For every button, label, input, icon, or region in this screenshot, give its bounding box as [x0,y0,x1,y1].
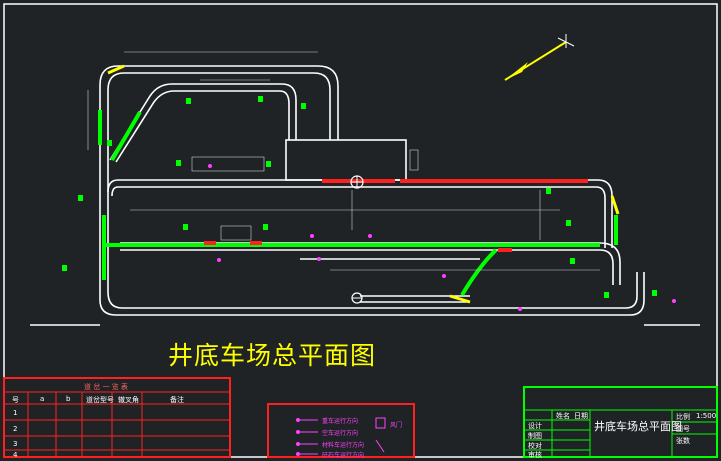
legend-item: 矸石车运行方向 [322,452,365,459]
legend-item: 空车运行方向 [322,430,359,437]
empty-route [204,179,588,252]
title-block-label: 设计 [528,422,542,430]
north-arrow-icon [504,34,575,81]
table-col-header: b [66,395,71,403]
ventilation-flags [62,96,657,298]
table-col-header: 道岔型号 [86,396,114,404]
shaft-icon [350,175,364,189]
table-col-header: 辙叉角 [118,396,139,404]
legend-frame [267,403,415,458]
title-block-frame [523,386,718,458]
table-row-number: 4 [13,451,18,459]
legend-door-label: 风门 [390,422,403,429]
table-col-header: a [40,395,45,403]
title-block-label: 图号 [676,425,690,433]
dimension-lines [87,51,600,271]
table-row-number: 1 [13,409,18,417]
title-block-label: 比例 [676,413,690,421]
parameter-table-frame [3,377,231,458]
door-markers [208,164,676,311]
table-row-number: 2 [13,425,18,433]
legend-item: 材料车运行方向 [322,442,365,449]
title-block-header: 姓名 [556,412,570,420]
track-network [30,65,700,326]
title-block-label: 校对 [528,442,542,450]
title-block-label: 制图 [528,432,542,440]
title-block-scale: 1:500 [696,412,717,420]
drawing-title: 井底车场总平面图 [168,341,377,370]
title-block-header: 日期 [574,412,588,420]
legend-item: 重车运行方向 [322,418,359,425]
table-col-header: 号 [12,396,19,404]
table-header: 道 岔 一 览 表 [84,383,128,391]
loaded-route [98,110,618,297]
switch-segments [107,64,620,304]
title-block-label: 张数 [676,437,690,445]
table-col-header: 备注 [170,396,184,404]
title-block-label: 审核 [528,451,542,459]
shaft-icon [351,292,363,304]
title-block-drawing-name: 井底车场总平面图 [594,420,682,433]
table-row-number: 3 [13,440,18,448]
